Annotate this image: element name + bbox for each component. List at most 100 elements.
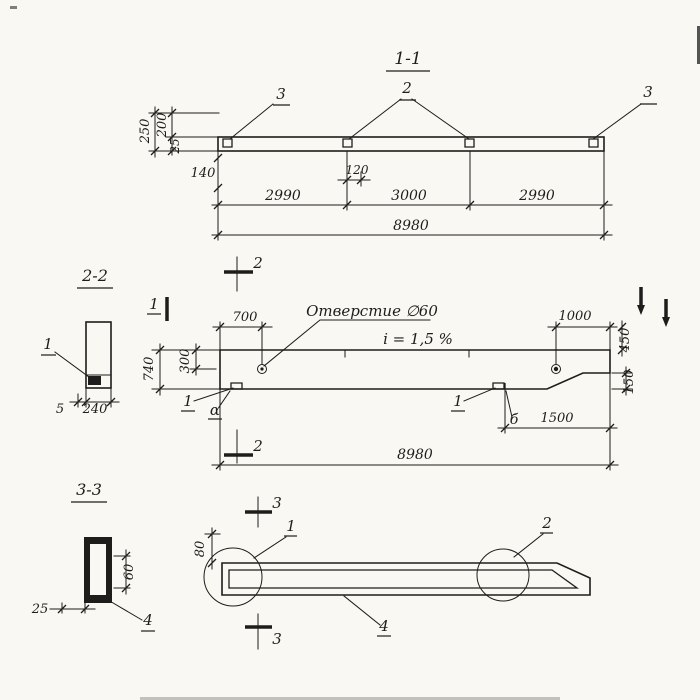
cut-2-label-top: 2 (252, 254, 263, 272)
dim-5: 5 (56, 402, 64, 417)
cut-1-label-left: 1 (149, 295, 159, 313)
section-3-3-title: 3-3 (76, 480, 102, 499)
scan-artifact (140, 697, 560, 700)
label-alpha: α (210, 401, 220, 419)
dim-25-lines (49, 602, 96, 614)
detail-circle-right (476, 548, 530, 602)
view-direction-arrows (637, 305, 670, 327)
section-2-2-title: 2-2 (81, 266, 108, 285)
dim-80-ticks (207, 529, 217, 568)
section-1-1-view: 1-1 3 2 3 250 200 25 140 120 2990 3000 2… (138, 49, 657, 241)
callout-4: 4 (142, 611, 153, 629)
label-b: б (510, 412, 519, 428)
callout-leaders (229, 98, 642, 140)
dim-ticks (73, 397, 116, 407)
detail-circle-left (203, 547, 263, 607)
callout-underlines (273, 99, 657, 106)
dim-80: 80 (193, 541, 208, 558)
bottom-plate-fill (88, 376, 101, 385)
cut-1-flags-right (639, 287, 668, 317)
dim-150-lines (611, 366, 633, 396)
section-3-3-view: 3-3 60 25 4 (31, 480, 155, 632)
dim-1500-ticks (500, 423, 615, 433)
rib-section-outline (85, 321, 112, 389)
callout-1: 1 (286, 517, 296, 535)
span-dim-lines (211, 150, 613, 241)
callout-leader (513, 533, 544, 558)
callout-1-left: 1 (183, 392, 193, 410)
dim-lines (69, 387, 120, 408)
dim-240: 240 (82, 402, 108, 417)
hole-note-leader (263, 319, 431, 367)
left-dim-lines (148, 106, 220, 158)
scan-artifact (10, 6, 17, 9)
dim-25: 25 (31, 602, 49, 617)
dim-120-ticks (342, 175, 366, 185)
embedded-plates (222, 138, 599, 148)
bottom-embedded-plates (230, 382, 505, 390)
callout-2: 2 (541, 514, 552, 532)
slab-outline (217, 136, 605, 152)
section-2-2-view: 2-2 1 5 240 (41, 266, 120, 417)
scan-artifact (697, 26, 700, 64)
dim-250: 250 (138, 119, 153, 145)
dim-1500: 1500 (540, 411, 573, 426)
dim-120: 120 (346, 163, 369, 177)
dim-60: 60 (122, 564, 137, 581)
dim-1000: 1000 (558, 309, 591, 324)
dim-1500-lines (497, 372, 618, 471)
callout-leader (463, 387, 496, 402)
hole-note: Отверстие ∅60 (306, 302, 438, 320)
top-dim-lines (212, 321, 618, 365)
callout-1: 1 (43, 335, 53, 353)
dim-300: 300 (178, 349, 193, 374)
dim-200: 200 (155, 113, 170, 139)
cut-3-label-bottom: 3 (272, 630, 282, 648)
callout-leader (253, 536, 287, 559)
beam-plan-outline (221, 562, 591, 596)
dim-60-ticks (121, 551, 131, 593)
dim-150-ticks (621, 368, 631, 394)
total-dim-ticks (215, 460, 615, 470)
callout-4: 4 (378, 617, 389, 635)
callout-leader (343, 595, 381, 626)
callout-3-left: 3 (276, 85, 286, 103)
left-height-dim-lines (151, 343, 221, 396)
label-b-leader (505, 390, 513, 418)
total-dim-ticks (213, 230, 609, 240)
rib-position-ticks (344, 349, 470, 358)
top-dim-ticks (215, 322, 615, 332)
total-dim-lines (211, 388, 619, 471)
callout-leader (107, 599, 143, 621)
left-dim-ticks (150, 108, 177, 156)
dim-span-right: 2990 (518, 188, 555, 204)
span-dim-ticks (213, 200, 609, 210)
dim-span-left: 2990 (264, 188, 301, 204)
dim-60-lines (113, 549, 131, 595)
beam-plan-inner-wall (228, 569, 580, 589)
plan-view: 3 3 80 1 2 4 (193, 494, 591, 650)
hole-left-center (260, 367, 264, 371)
dim-150: 150 (622, 370, 637, 395)
dim-450-ticks (617, 322, 627, 355)
callout-2-middle: 2 (401, 79, 412, 97)
slope-note: i = 1,5 % (383, 330, 453, 348)
dim-span-middle: 3000 (391, 188, 427, 204)
dim-25-ticks (57, 604, 90, 614)
tube-section-hollow (90, 544, 106, 595)
elevation-view: 2 2 1 Отверстие ∅60 i = 1,5 % 700 1000 (142, 254, 670, 471)
label-alpha-leader (218, 390, 231, 408)
callout-leader (54, 351, 90, 378)
dim-total: 8980 (397, 447, 433, 463)
cut-2-label-bottom: 2 (252, 437, 263, 455)
callout-leader (193, 387, 234, 402)
dim-740: 740 (142, 357, 157, 382)
dim-450: 450 (618, 328, 633, 354)
dim-700: 700 (233, 310, 258, 325)
dim-25: 25 (168, 138, 182, 154)
callout-3-right: 3 (643, 83, 653, 101)
hole-right-center (553, 366, 559, 372)
section-1-1-title: 1-1 (394, 49, 421, 69)
